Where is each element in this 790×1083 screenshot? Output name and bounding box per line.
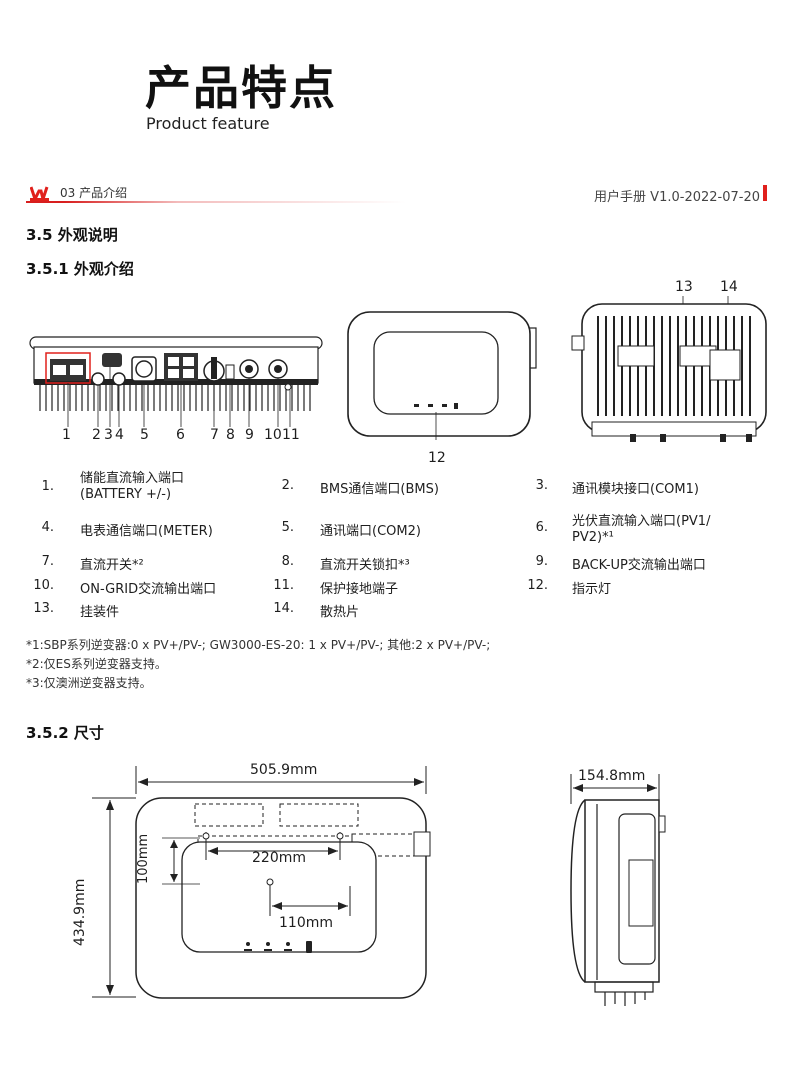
legend-num: 1. bbox=[41, 479, 54, 494]
callout-5: 5 bbox=[140, 427, 149, 443]
legend-num: 10. bbox=[33, 578, 54, 593]
legend-text: BMS通信端口(BMS) bbox=[320, 482, 439, 497]
legend-text: 指示灯 bbox=[572, 582, 612, 597]
dimension-depth: 154.8mm bbox=[578, 768, 646, 784]
legend-text: 通讯端口(COM2) bbox=[320, 524, 421, 539]
footnote-1: *1:SBP系列逆变器:0 x PV+/PV-; GW3000-ES-20: 1… bbox=[26, 638, 491, 652]
manual-version: 用户手册 V1.0-2022-07-20 bbox=[594, 190, 760, 205]
callout-6: 6 bbox=[176, 427, 185, 443]
callout-9: 9 bbox=[245, 427, 254, 443]
callout-14: 14 bbox=[720, 279, 738, 295]
dimension-hole-spacing: 220mm bbox=[252, 850, 306, 866]
legend-text-line2: PV2)*¹ bbox=[572, 530, 614, 545]
legend-num: 6. bbox=[535, 520, 548, 535]
footnote-3: *3:仅澳洲逆变器支持。 bbox=[26, 676, 152, 690]
callout-8: 8 bbox=[226, 427, 235, 443]
legend-text: 挂装件 bbox=[80, 605, 120, 620]
dimension-bracket-height: 100mm bbox=[136, 833, 151, 884]
side-dimension-drawing bbox=[570, 774, 666, 1006]
legend-text: 直流开关*² bbox=[80, 558, 144, 573]
legend-text: ON-GRID交流输出端口 bbox=[80, 582, 217, 597]
callout-12: 12 bbox=[428, 450, 446, 466]
header-divider bbox=[26, 201, 406, 203]
legend-text: BACK-UP交流输出端口 bbox=[572, 558, 706, 573]
legend-text: 直流开关锁扣*³ bbox=[320, 558, 410, 573]
legend-num: 7. bbox=[41, 554, 54, 569]
inverter-back-view bbox=[571, 296, 767, 442]
brand-logo-icon bbox=[30, 186, 49, 201]
callout-10: 10 bbox=[264, 427, 282, 443]
front-dimension-drawing bbox=[92, 766, 431, 999]
legend-num: 13. bbox=[33, 601, 54, 616]
section-heading: 3.5 外观说明 bbox=[26, 226, 118, 244]
callout-4: 4 bbox=[115, 427, 124, 443]
legend-num: 8. bbox=[281, 554, 294, 569]
legend-text: 储能直流输入端口 bbox=[80, 471, 185, 486]
legend-num: 12. bbox=[527, 578, 548, 593]
legend-num: 3. bbox=[535, 478, 548, 493]
callout-1: 1 bbox=[62, 427, 71, 443]
legend-num: 9. bbox=[535, 554, 548, 569]
callout-2: 2 bbox=[92, 427, 101, 443]
legend-text: 散热片 bbox=[320, 605, 360, 620]
legend-num: 2. bbox=[281, 478, 294, 493]
legend-num: 4. bbox=[41, 520, 54, 535]
legend-text: 光伏直流输入端口(PV1/ bbox=[572, 514, 711, 529]
subsection-heading-dimensions: 3.5.2 尺寸 bbox=[26, 724, 104, 742]
header-accent-bar bbox=[763, 185, 767, 201]
dimension-width: 505.9mm bbox=[250, 762, 318, 778]
inverter-bottom-view bbox=[29, 336, 323, 427]
callout-3: 3 bbox=[104, 427, 113, 443]
chapter-label: 03 产品介绍 bbox=[60, 186, 128, 200]
dimension-lower-spacing: 110mm bbox=[279, 915, 333, 931]
inverter-front-view bbox=[347, 311, 537, 440]
legend-text-line2: (BATTERY +/-) bbox=[80, 487, 172, 502]
legend-text: 电表通信端口(METER) bbox=[80, 524, 213, 539]
callout-7: 7 bbox=[210, 427, 219, 443]
legend-num: 5. bbox=[281, 520, 294, 535]
subsection-heading-appearance: 3.5.1 外观介绍 bbox=[26, 260, 134, 278]
legend-text: 通讯模块接口(COM1) bbox=[572, 482, 699, 497]
page-title: 产品特点 bbox=[145, 61, 337, 115]
dimension-height: 434.9mm bbox=[72, 878, 88, 946]
callout-11: 11 bbox=[282, 427, 300, 443]
page-subtitle: Product feature bbox=[146, 114, 270, 133]
legend-num: 11. bbox=[273, 578, 294, 593]
footnote-2: *2:仅ES系列逆变器支持。 bbox=[26, 657, 167, 671]
legend-text: 保护接地端子 bbox=[320, 582, 399, 597]
legend-num: 14. bbox=[273, 601, 294, 616]
callout-13: 13 bbox=[675, 279, 693, 295]
